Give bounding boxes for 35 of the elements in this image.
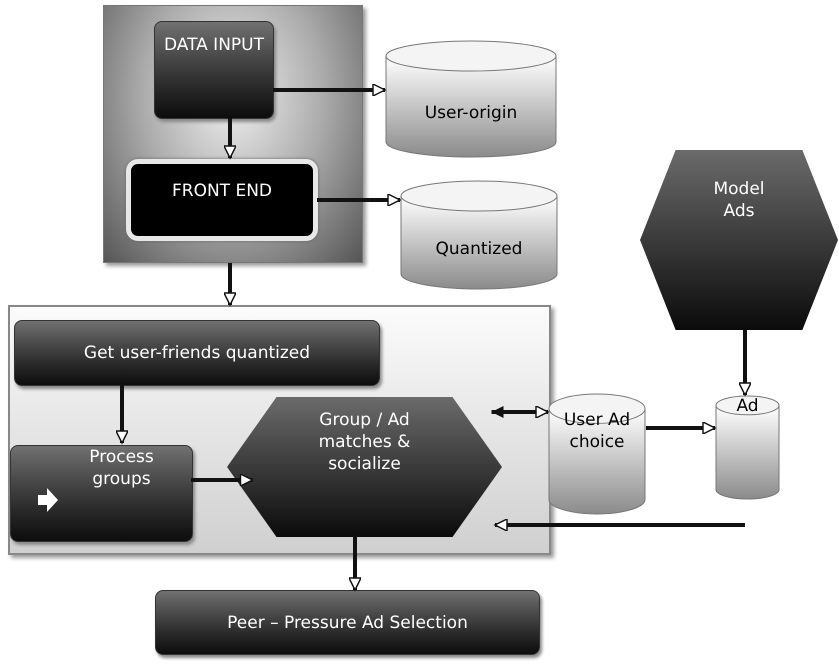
node-label: Get user-friends quantized: [84, 342, 310, 364]
process-box: [154, 21, 274, 119]
arrow: [348, 535, 362, 591]
node-label: FRONT END: [172, 180, 272, 202]
arrow: [492, 405, 549, 419]
arrow: [191, 473, 254, 487]
process-box: [14, 320, 380, 386]
arrow: [738, 330, 752, 396]
group-panel: [103, 5, 363, 263]
hexagon-shape: [227, 397, 502, 537]
group-panel: [8, 305, 551, 555]
arrow: [223, 263, 237, 306]
arrow: [646, 421, 716, 435]
node-label: Ad: [736, 395, 759, 417]
arrow: [273, 83, 386, 97]
process-box: [10, 445, 193, 542]
process-box: [126, 159, 318, 241]
arrow: [223, 118, 237, 159]
node-label: User Ad choice: [562, 409, 632, 453]
database-cylinder: [400, 180, 558, 290]
arrow: [317, 193, 401, 207]
node-label: Peer – Pressure Ad Selection: [227, 612, 468, 634]
node-label: Group / Ad matches & socialize: [318, 409, 412, 475]
arrow: [115, 384, 129, 444]
database-cylinder: [715, 395, 780, 500]
arrow: [494, 518, 745, 532]
node-label: Model Ads: [712, 178, 766, 222]
node-label: DATA INPUT: [162, 34, 265, 56]
database-cylinder: [548, 393, 646, 515]
process-box: [155, 590, 540, 655]
database-cylinder: [385, 40, 557, 158]
node-label: Quantized: [436, 238, 522, 260]
hexagon-shape: [640, 150, 838, 330]
node-label: User-origin: [424, 102, 518, 124]
node-label: Process groups: [88, 446, 155, 490]
